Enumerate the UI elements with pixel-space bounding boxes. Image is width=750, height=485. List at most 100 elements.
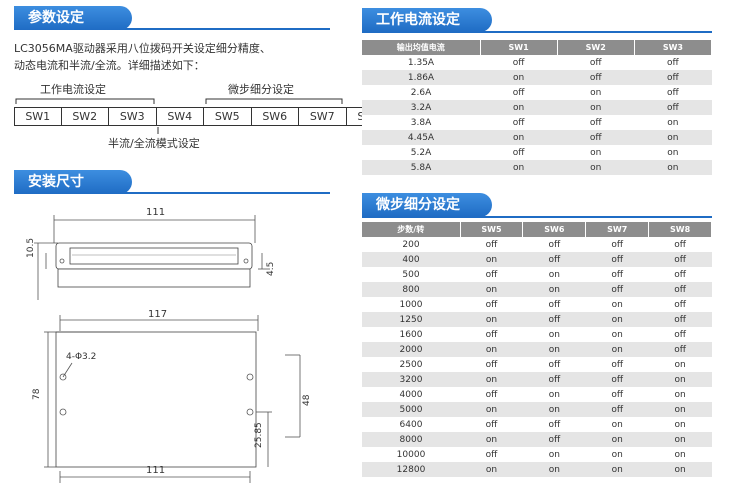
table-cell: on [585, 297, 649, 312]
table-cell: off [522, 372, 586, 387]
dip-switch-4: SW4 [156, 107, 204, 126]
table-cell: on [648, 417, 712, 432]
table-cell: on [648, 387, 712, 402]
table-cell: on [648, 372, 712, 387]
table-cell: off [522, 432, 586, 447]
table-cell: off [460, 417, 523, 432]
table-cell: 5.2A [362, 145, 480, 160]
table-cell: 10000 [362, 447, 460, 462]
micro-header-line [362, 216, 712, 218]
table-cell: off [634, 85, 712, 100]
table-cell: on [460, 342, 523, 357]
table-cell: on [522, 387, 586, 402]
table-cell: on [585, 417, 649, 432]
table-cell: off [460, 267, 523, 282]
table-cell: on [585, 327, 649, 342]
table-cell: on [460, 402, 523, 417]
table-cell: off [585, 267, 649, 282]
table-cell: off [585, 372, 649, 387]
table-cell: on [522, 462, 586, 477]
table-cell: 5000 [362, 402, 460, 417]
table-cell: off [460, 327, 523, 342]
table-cell: 3.8A [362, 115, 480, 130]
params-desc-line1: LC3056MA驱动器采用八位拨码开关设定细分精度、 [14, 42, 271, 55]
table-cell: on [522, 327, 586, 342]
table-cell: 5.8A [362, 160, 480, 175]
table-cell: 4.45A [362, 130, 480, 145]
table-cell: 2500 [362, 357, 460, 372]
table-cell: 4000 [362, 387, 460, 402]
current-header-line [362, 31, 712, 33]
table-cell: on [460, 282, 523, 297]
micro-col-header: SW5 [460, 222, 524, 237]
dim-left-top: 10.5 [26, 237, 36, 258]
table-cell: off [557, 130, 635, 145]
table-cell: 1000 [362, 297, 460, 312]
dim-top-width: 111 [146, 207, 166, 218]
table-cell: on [480, 70, 558, 85]
table-cell: on [648, 462, 712, 477]
micro-setting-label: 微步细分设定 [228, 83, 294, 96]
micro-col-header: SW6 [522, 222, 587, 237]
table-cell: on [480, 100, 558, 115]
table-cell: off [648, 342, 712, 357]
table-cell: off [460, 297, 523, 312]
table-cell: off [557, 70, 635, 85]
table-cell: on [480, 130, 558, 145]
table-cell: off [648, 282, 712, 297]
table-cell: on [634, 145, 712, 160]
table-cell: 400 [362, 252, 460, 267]
table-cell: on [557, 85, 635, 100]
table-cell: off [460, 357, 523, 372]
table-cell: on [557, 145, 635, 160]
table-cell: 2000 [362, 342, 460, 357]
table-cell: off [648, 312, 712, 327]
table-cell: 1.86A [362, 70, 480, 85]
current-col-header: SW2 [557, 40, 635, 55]
table-cell: off [480, 55, 558, 70]
table-cell: on [648, 432, 712, 447]
table-cell: off [522, 252, 586, 267]
params-header-line [14, 28, 330, 30]
table-cell: on [522, 282, 586, 297]
table-cell: off [480, 145, 558, 160]
current-col-header: 输出均值电流 [362, 40, 481, 55]
table-cell: off [585, 252, 649, 267]
table-cell: on [634, 160, 712, 175]
table-cell: on [648, 402, 712, 417]
dip-switch-row: SW1 SW2 SW3 SW4 SW5 SW6 SW7 SW8 [14, 107, 394, 126]
current-col-header: SW3 [634, 40, 713, 55]
dim-hole: 4-Φ3.2 [66, 352, 97, 362]
current-setting-label: 工作电流设定 [40, 83, 106, 96]
dimension-drawing [34, 215, 301, 483]
table-cell: off [557, 55, 635, 70]
table-cell: on [648, 357, 712, 372]
table-cell: off [585, 357, 649, 372]
dim-right-top: 4.5 [266, 261, 276, 276]
dim-mid-width: 117 [148, 309, 168, 320]
table-cell: 3200 [362, 372, 460, 387]
table-cell: on [522, 267, 586, 282]
table-cell: off [585, 387, 649, 402]
table-cell: on [480, 160, 558, 175]
micro-col-header: 步数/转 [362, 222, 461, 237]
table-cell: on [557, 160, 635, 175]
table-cell: off [522, 417, 586, 432]
dip-switch-2: SW2 [61, 107, 109, 126]
micro-table-header: 微步细分设定 [362, 193, 492, 217]
dip-switch-3: SW3 [109, 107, 157, 126]
